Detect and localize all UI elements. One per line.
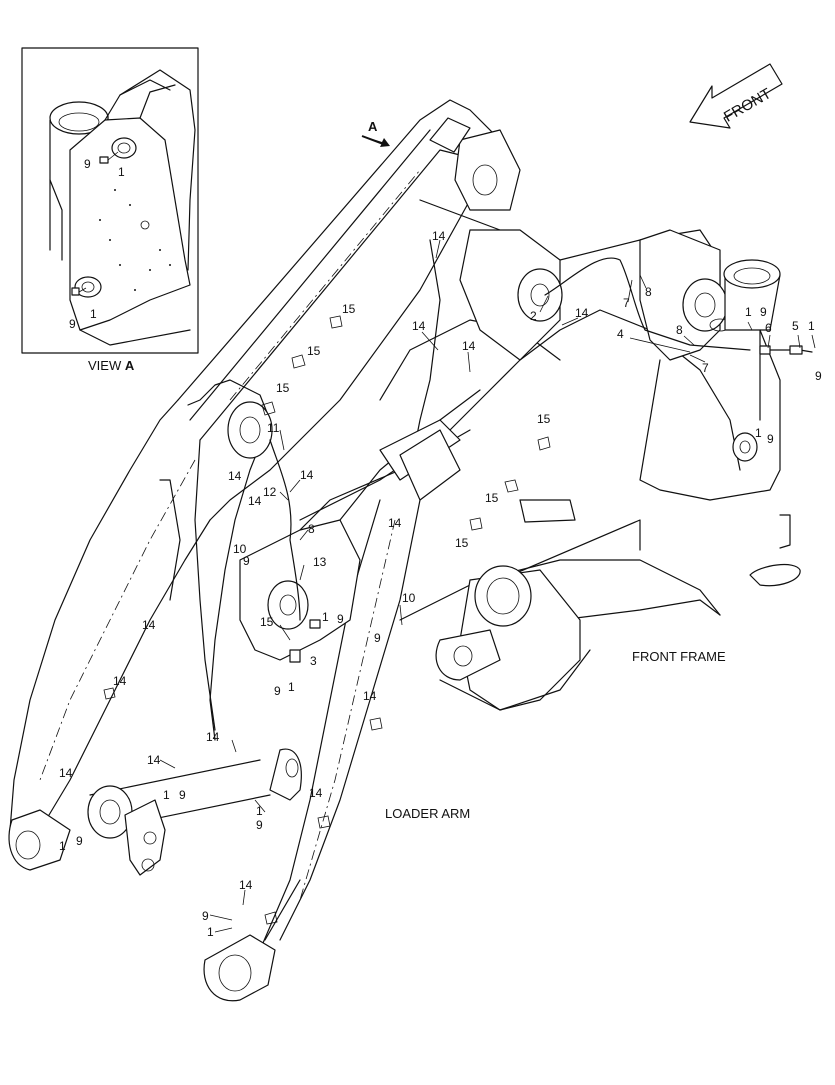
callout-label: 9 — [256, 818, 263, 832]
callout-label: 15 — [276, 381, 290, 395]
callout-label: 12 — [263, 485, 277, 499]
callout-label: 8 — [645, 285, 652, 299]
callout-label: 14 — [228, 469, 242, 483]
callout-label: 14 — [248, 494, 262, 508]
callout-label: 15 — [307, 344, 321, 358]
callout-label: 9 — [815, 369, 822, 383]
callout-label: 8 — [676, 323, 683, 337]
callout-label: 9 — [179, 788, 186, 802]
view-a-arrow: A — [361, 119, 390, 147]
callout-label: 1 — [745, 305, 752, 319]
clip-symbols — [103, 315, 551, 925]
callout-label: 14 — [462, 339, 476, 353]
callout-label: 1 — [256, 804, 263, 818]
callout-label: 14 — [412, 319, 426, 333]
callout-label: 9 — [76, 834, 83, 848]
callout-label: 15 — [537, 412, 551, 426]
callout-label: 6 — [765, 321, 772, 335]
callout-label: 15 — [260, 615, 274, 629]
callout-label: 1 — [808, 319, 815, 333]
callout-label: 7 — [702, 361, 709, 375]
callout-label: 5 — [792, 319, 799, 333]
callout-label: 14 — [432, 229, 446, 243]
callout-label: 14 — [142, 618, 156, 632]
front-frame-caption: FRONT FRAME — [632, 649, 726, 664]
callout-label: 10 — [402, 591, 416, 605]
loader-arm-caption: LOADER ARM — [385, 806, 470, 821]
callout-label: 14 — [388, 516, 402, 530]
callout-label: 1 — [59, 839, 66, 853]
callout-label: 1 — [90, 307, 97, 321]
callout-label: 14 — [309, 786, 323, 800]
callout-label: 15 — [485, 491, 499, 505]
callout-label: 14 — [363, 689, 377, 703]
callout-label: 11 — [267, 421, 280, 435]
callout-label: 14 — [113, 674, 127, 688]
callout-numbers: 14 14 2 14 14 7 8 4 8 7 1 9 6 5 1 9 15 1… — [59, 229, 822, 939]
callout-label: 9 — [767, 432, 774, 446]
callout-label: 9 — [760, 305, 767, 319]
callout-label: 14 — [147, 753, 161, 767]
callout-label: 1 — [288, 680, 295, 694]
inset-frame — [21, 47, 199, 354]
callout-label: 1 — [118, 165, 125, 179]
callout-label: 9 — [202, 909, 209, 923]
view-label: VIEW A — [88, 358, 135, 373]
callout-label: 15 — [455, 536, 469, 550]
callout-label: 8 — [308, 522, 315, 536]
front-arrow-icon: FRONT — [689, 63, 783, 129]
callout-label: 1 — [163, 788, 170, 802]
callout-label: 14 — [206, 730, 220, 744]
leader-lines — [159, 239, 816, 933]
callout-label: 15 — [342, 302, 356, 316]
svg-text:A: A — [368, 119, 378, 134]
callout-label: 9 — [374, 631, 381, 645]
view-a-inset: 9 1 9 1 — [21, 47, 199, 354]
callout-label: 2 — [530, 309, 537, 323]
callout-label: 9 — [69, 317, 76, 331]
loader-assembly — [8, 99, 813, 1002]
callout-label: 10 — [233, 542, 247, 556]
callout-label: 1 — [207, 925, 214, 939]
callout-label: 9 — [274, 684, 281, 698]
callout-label: 14 — [300, 468, 314, 482]
callout-label: 7 — [623, 296, 630, 310]
callout-label: 1 — [755, 426, 762, 440]
callout-label: 9 — [337, 612, 344, 626]
callout-label: 14 — [239, 878, 253, 892]
callout-label: 14 — [575, 306, 589, 320]
callout-label: 4 — [617, 327, 624, 341]
callout-label: 14 — [59, 766, 73, 780]
callout-label: 9 — [243, 554, 250, 568]
callout-label: 1 — [322, 610, 329, 624]
callout-label: 9 — [84, 157, 91, 171]
callout-label: 13 — [313, 555, 327, 569]
callout-label: 3 — [310, 654, 317, 668]
